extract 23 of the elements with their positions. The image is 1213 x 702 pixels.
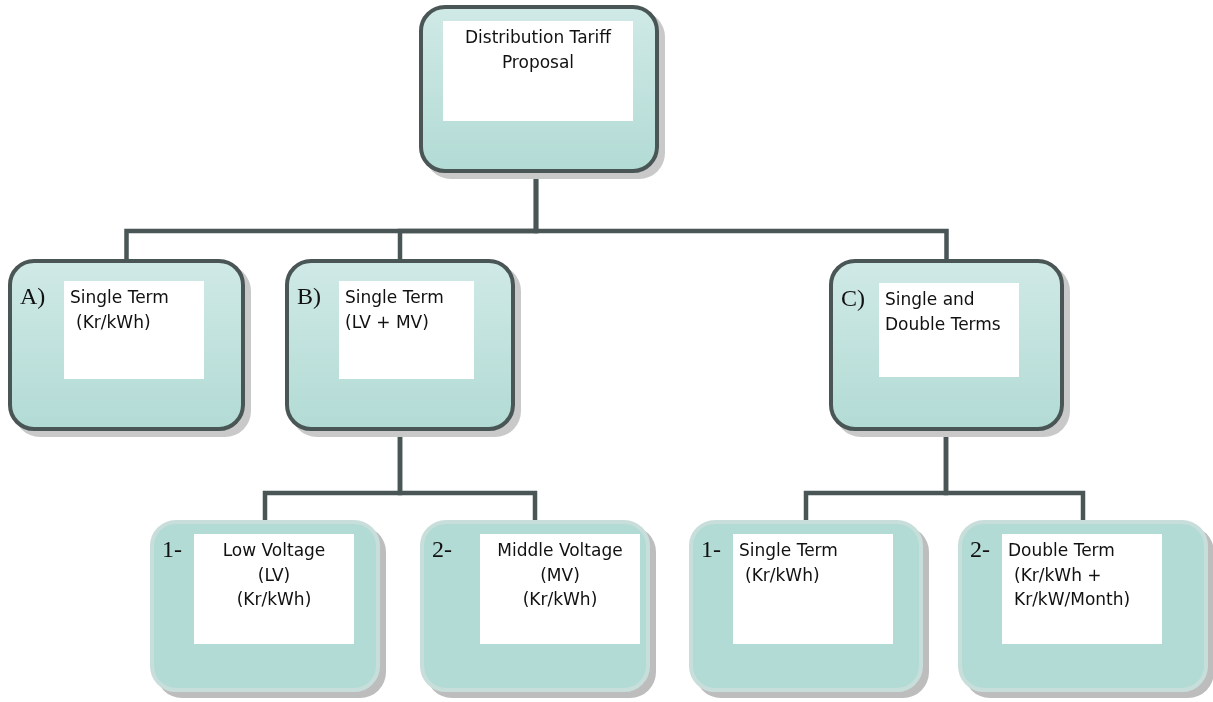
item-marker: A)	[20, 283, 46, 310]
box-label: Double Term	[1008, 539, 1116, 562]
box-label: (Kr/kWh + Kr/kW/Month)	[1013, 563, 1132, 612]
box-label: (Kr/kWh)	[521, 588, 599, 612]
item-marker: 1-	[162, 536, 182, 563]
box-label: Low Voltage	[221, 539, 327, 562]
box-label: (LV)	[256, 563, 292, 587]
item-marker: 2-	[970, 536, 990, 563]
box-label: Single Term	[70, 286, 170, 309]
box-label: (Kr/kWh)	[744, 563, 821, 587]
box-label: (LV + MV)	[345, 310, 430, 334]
box-label: Single and Double Terms	[885, 288, 1002, 336]
box-label: (Kr/kWh)	[235, 588, 313, 612]
item-marker: C)	[841, 285, 865, 312]
item-marker: 2-	[432, 536, 452, 563]
box-label: (MV)	[539, 563, 581, 587]
box-label: Middle Voltage	[496, 539, 624, 562]
box-label: Single Term	[739, 539, 839, 562]
box-label: Distribution Tariff Proposal	[464, 26, 613, 74]
item-marker: B)	[297, 283, 321, 310]
box-label: (Kr/kWh)	[75, 310, 152, 334]
box-label: Single Term	[345, 286, 445, 309]
item-marker: 1-	[701, 536, 721, 563]
